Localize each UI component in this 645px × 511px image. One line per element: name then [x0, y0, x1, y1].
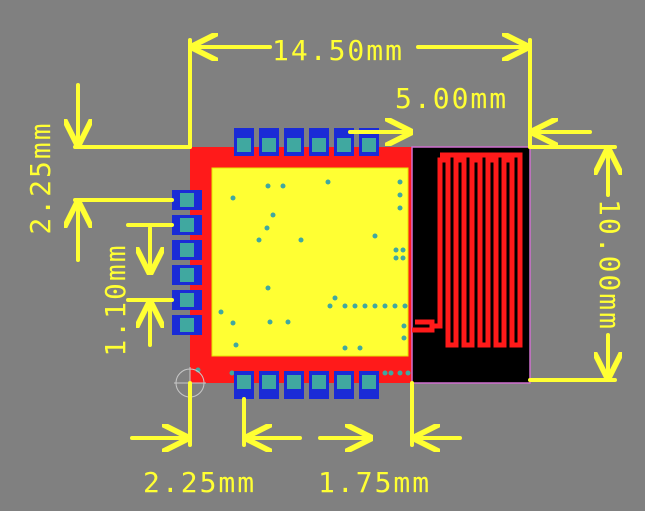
label-pad-offset-vertical: 2.25mm — [24, 121, 57, 234]
label-pad-offset-horizontal: 2.25mm — [143, 466, 256, 499]
shield-vias — [195, 179, 411, 376]
dimension-lines — [75, 40, 615, 445]
rf-shield — [211, 167, 409, 357]
label-pad-pitch-vertical: 1.10mm — [99, 243, 132, 356]
top-pads — [234, 128, 379, 156]
label-height: 10.00mm — [593, 199, 626, 331]
left-pads — [172, 190, 202, 335]
label-pad-pitch-horizontal: 1.75mm — [318, 466, 431, 499]
pcb-module — [172, 128, 531, 399]
antenna-outline — [411, 146, 531, 384]
bottom-pads — [234, 371, 379, 399]
label-total-width: 14.50mm — [272, 34, 404, 67]
label-antenna-width: 5.00mm — [395, 82, 508, 115]
